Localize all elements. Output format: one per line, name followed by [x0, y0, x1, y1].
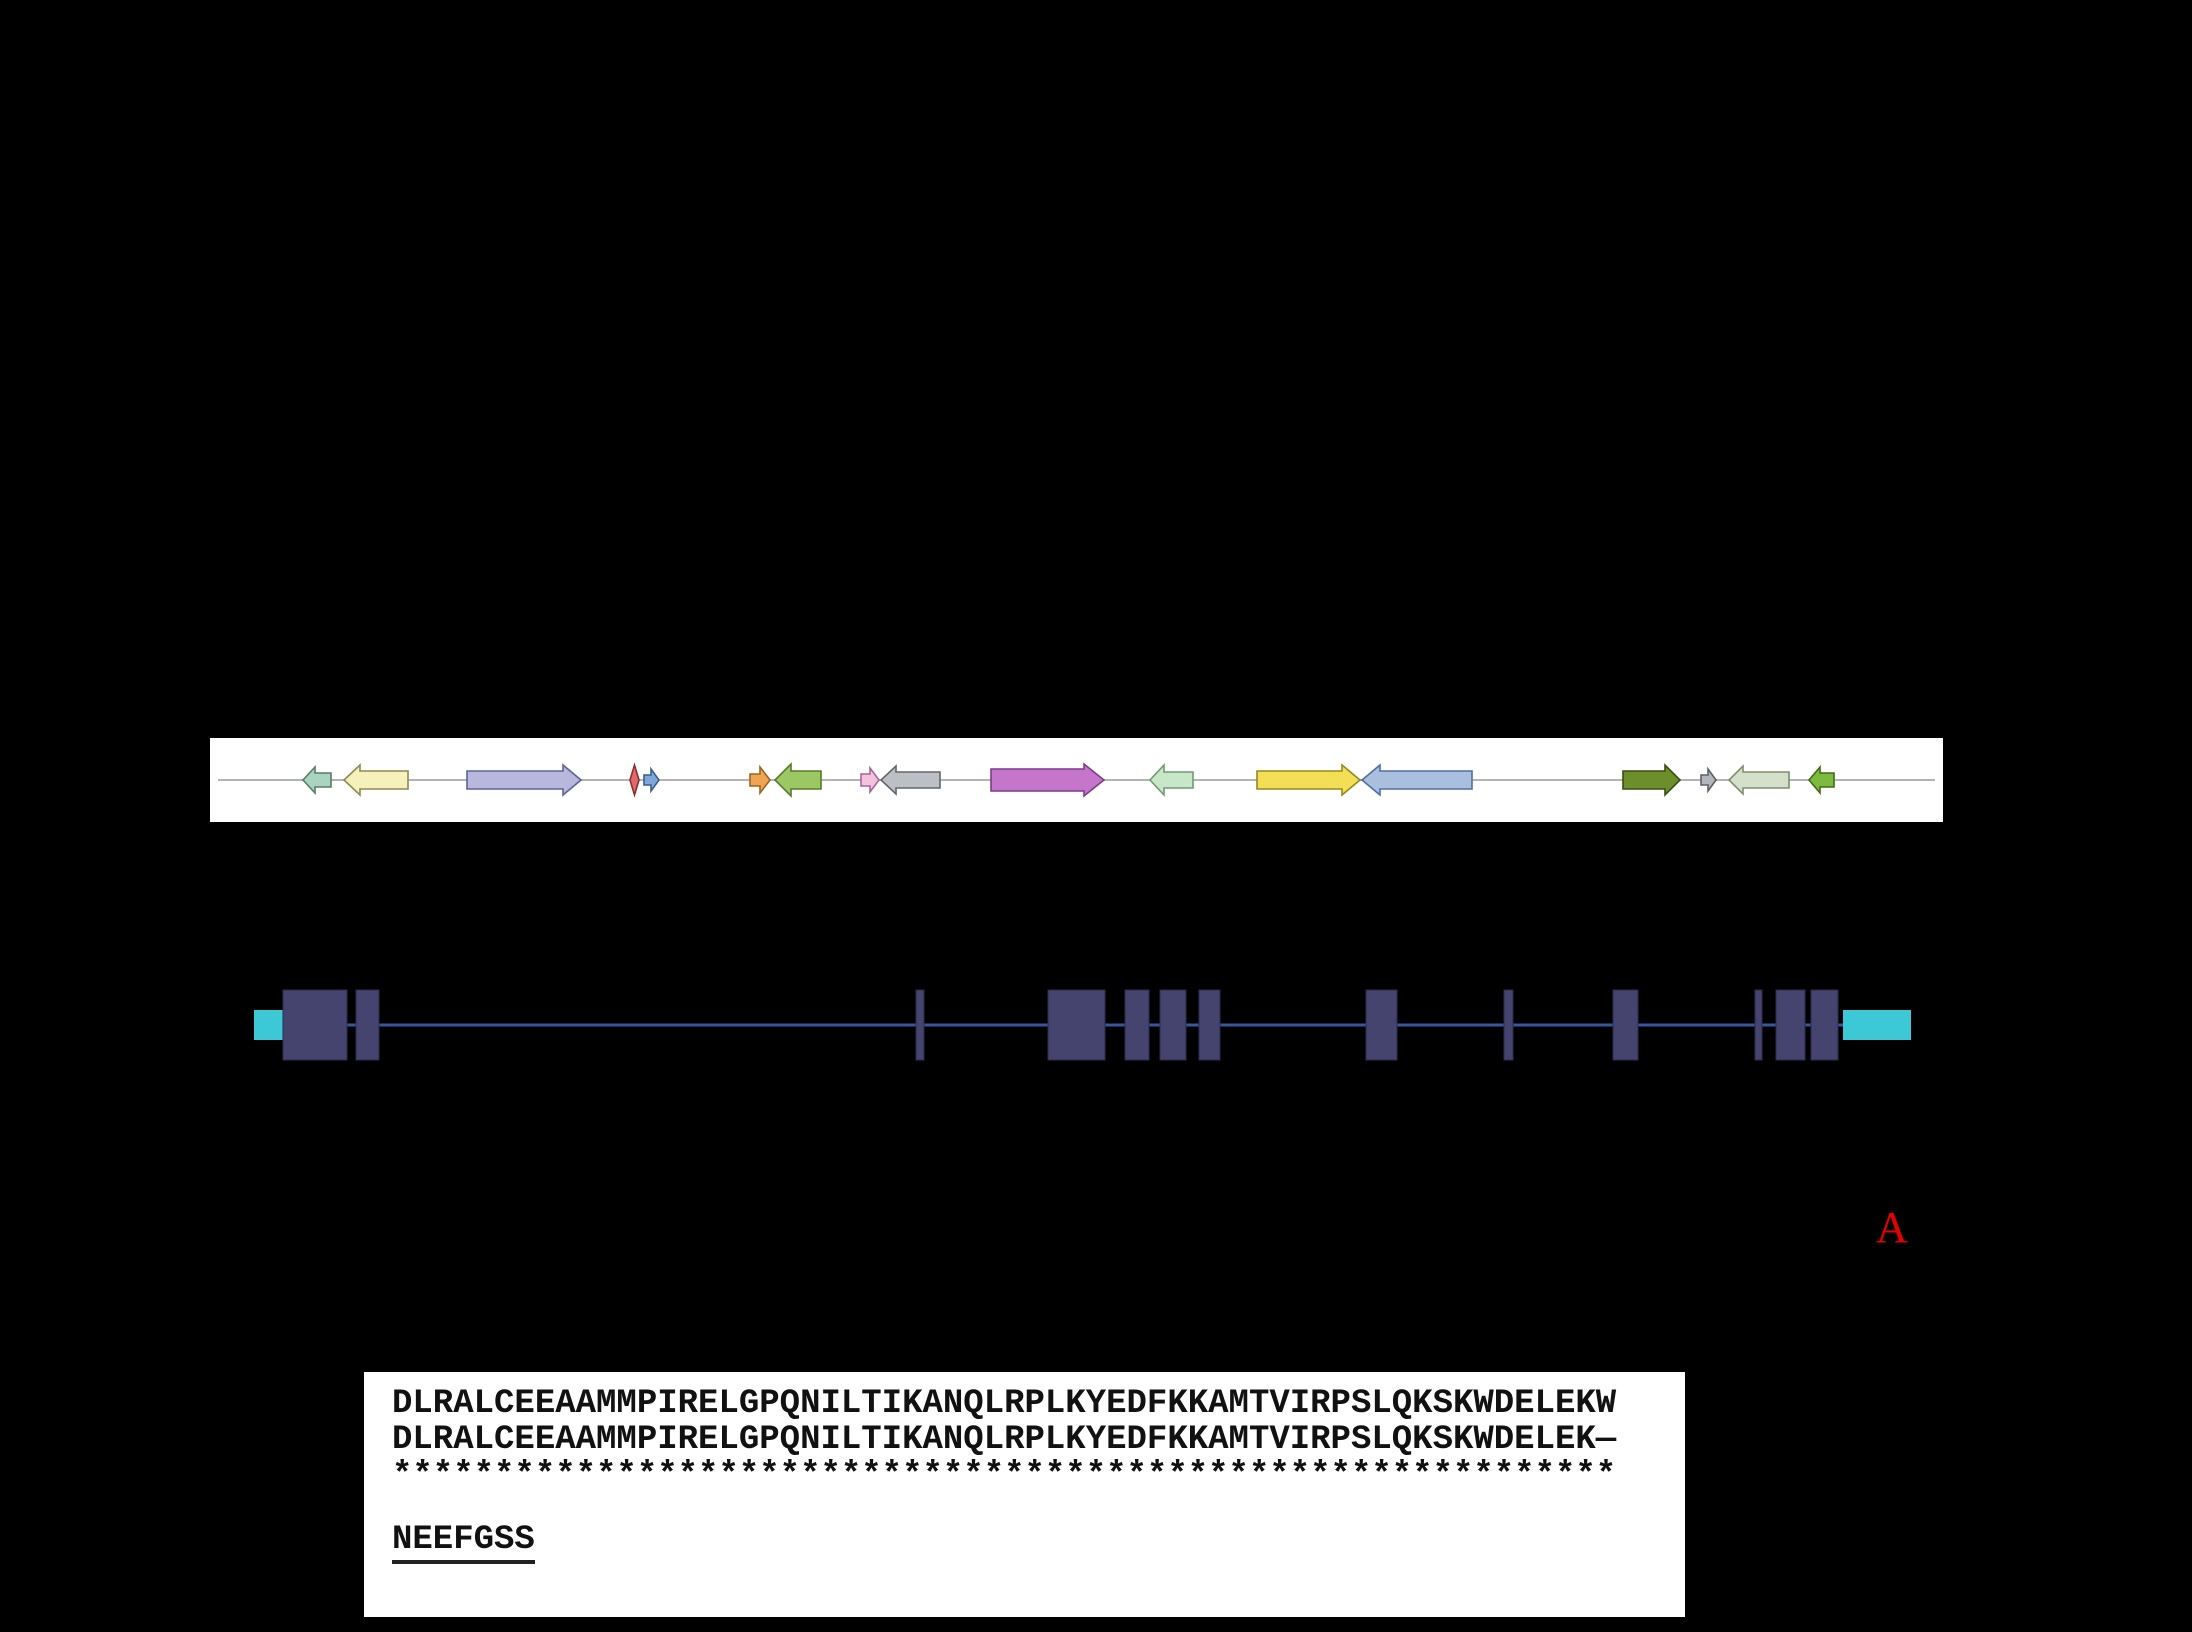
exon-box	[282, 989, 348, 1061]
gene-arrow-left	[1148, 762, 1194, 798]
gene-arrow-left	[1807, 764, 1835, 796]
gene-arrow-right	[466, 763, 583, 797]
exon-box	[1754, 989, 1763, 1061]
gene-arrow-left	[342, 763, 409, 797]
exon-box	[1047, 989, 1106, 1061]
alignment-footer: NEEFGSS	[392, 1522, 1685, 1564]
exon-box	[1612, 989, 1639, 1061]
gene-arrow-right	[643, 766, 660, 794]
exon-box	[355, 989, 380, 1061]
gene-arrow-right	[990, 762, 1106, 798]
alignment-sequence-2: DLRALCEEAAMMPIRELGPQNILTIKANQLRPLKYEDFKK…	[392, 1421, 1617, 1459]
gene-arrow-right	[860, 765, 880, 795]
gene-arrow-right	[1622, 763, 1682, 797]
exon-box	[1159, 989, 1187, 1061]
gene-arrow-right	[749, 764, 772, 796]
gene-arrow-left	[773, 762, 822, 798]
alignment-box: DLRALCEEAAMMPIRELGPQNILTIKANQLRPLKYEDFKK…	[364, 1372, 1685, 1617]
utr-box	[1843, 1010, 1911, 1040]
panel-label: A	[1876, 1203, 1908, 1252]
exon-box	[1503, 989, 1514, 1061]
alignment-motif-underlined: NEEFGSS	[392, 1522, 535, 1564]
exon-box	[1124, 989, 1150, 1061]
alignment-sequence-1: DLRALCEEAAMMPIRELGPQNILTIKANQLRPLKYEDFKK…	[392, 1385, 1617, 1423]
gene-arrow-left	[301, 764, 332, 796]
genome-track-svg	[218, 762, 1935, 798]
gene-arrow-right	[1256, 763, 1362, 797]
utr-box	[254, 1010, 285, 1040]
alignment-consensus: ****************************************…	[392, 1457, 1617, 1495]
gene-marker-diamond	[629, 762, 640, 798]
exon-box	[1810, 989, 1839, 1061]
gene-arrow-left	[1727, 764, 1790, 796]
gene-arrow-right	[1700, 766, 1717, 794]
genome-track	[210, 738, 1943, 822]
exon-box	[1775, 989, 1806, 1061]
gene-model	[254, 989, 1911, 1061]
gene-arrow-left	[879, 764, 941, 796]
exon-box	[1198, 989, 1221, 1061]
gene-arrow-left	[1360, 763, 1473, 797]
exon-box	[1365, 989, 1398, 1061]
exon-box	[915, 989, 925, 1061]
